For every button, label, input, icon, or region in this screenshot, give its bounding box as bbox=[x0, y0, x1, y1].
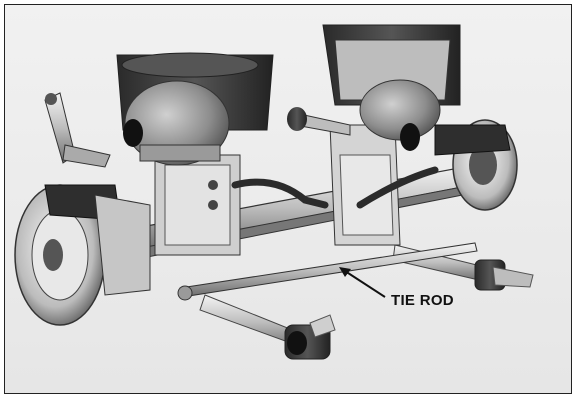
stabilizer-bar bbox=[231, 178, 329, 209]
brake-assembly-left bbox=[14, 184, 151, 326]
diagram-frame: TIE ROD ⌊ bbox=[4, 4, 572, 394]
air-spring-left bbox=[116, 52, 274, 166]
corner-glyph-icon: ⌊ bbox=[571, 389, 572, 394]
lower-control-arm-front bbox=[199, 294, 336, 360]
air-spring-right bbox=[322, 24, 461, 151]
tie-rod-label: TIE ROD bbox=[391, 292, 454, 309]
brake-assembly-right bbox=[434, 119, 518, 211]
tie-rod bbox=[177, 242, 478, 301]
upper-arm-bushing bbox=[287, 107, 351, 136]
suspension-illustration bbox=[14, 24, 534, 360]
center-frame-bracket bbox=[154, 124, 401, 256]
stabilizer-bar-right bbox=[356, 166, 439, 209]
tie-rod-callout-arrow bbox=[339, 267, 386, 298]
steering-arm bbox=[44, 92, 111, 168]
